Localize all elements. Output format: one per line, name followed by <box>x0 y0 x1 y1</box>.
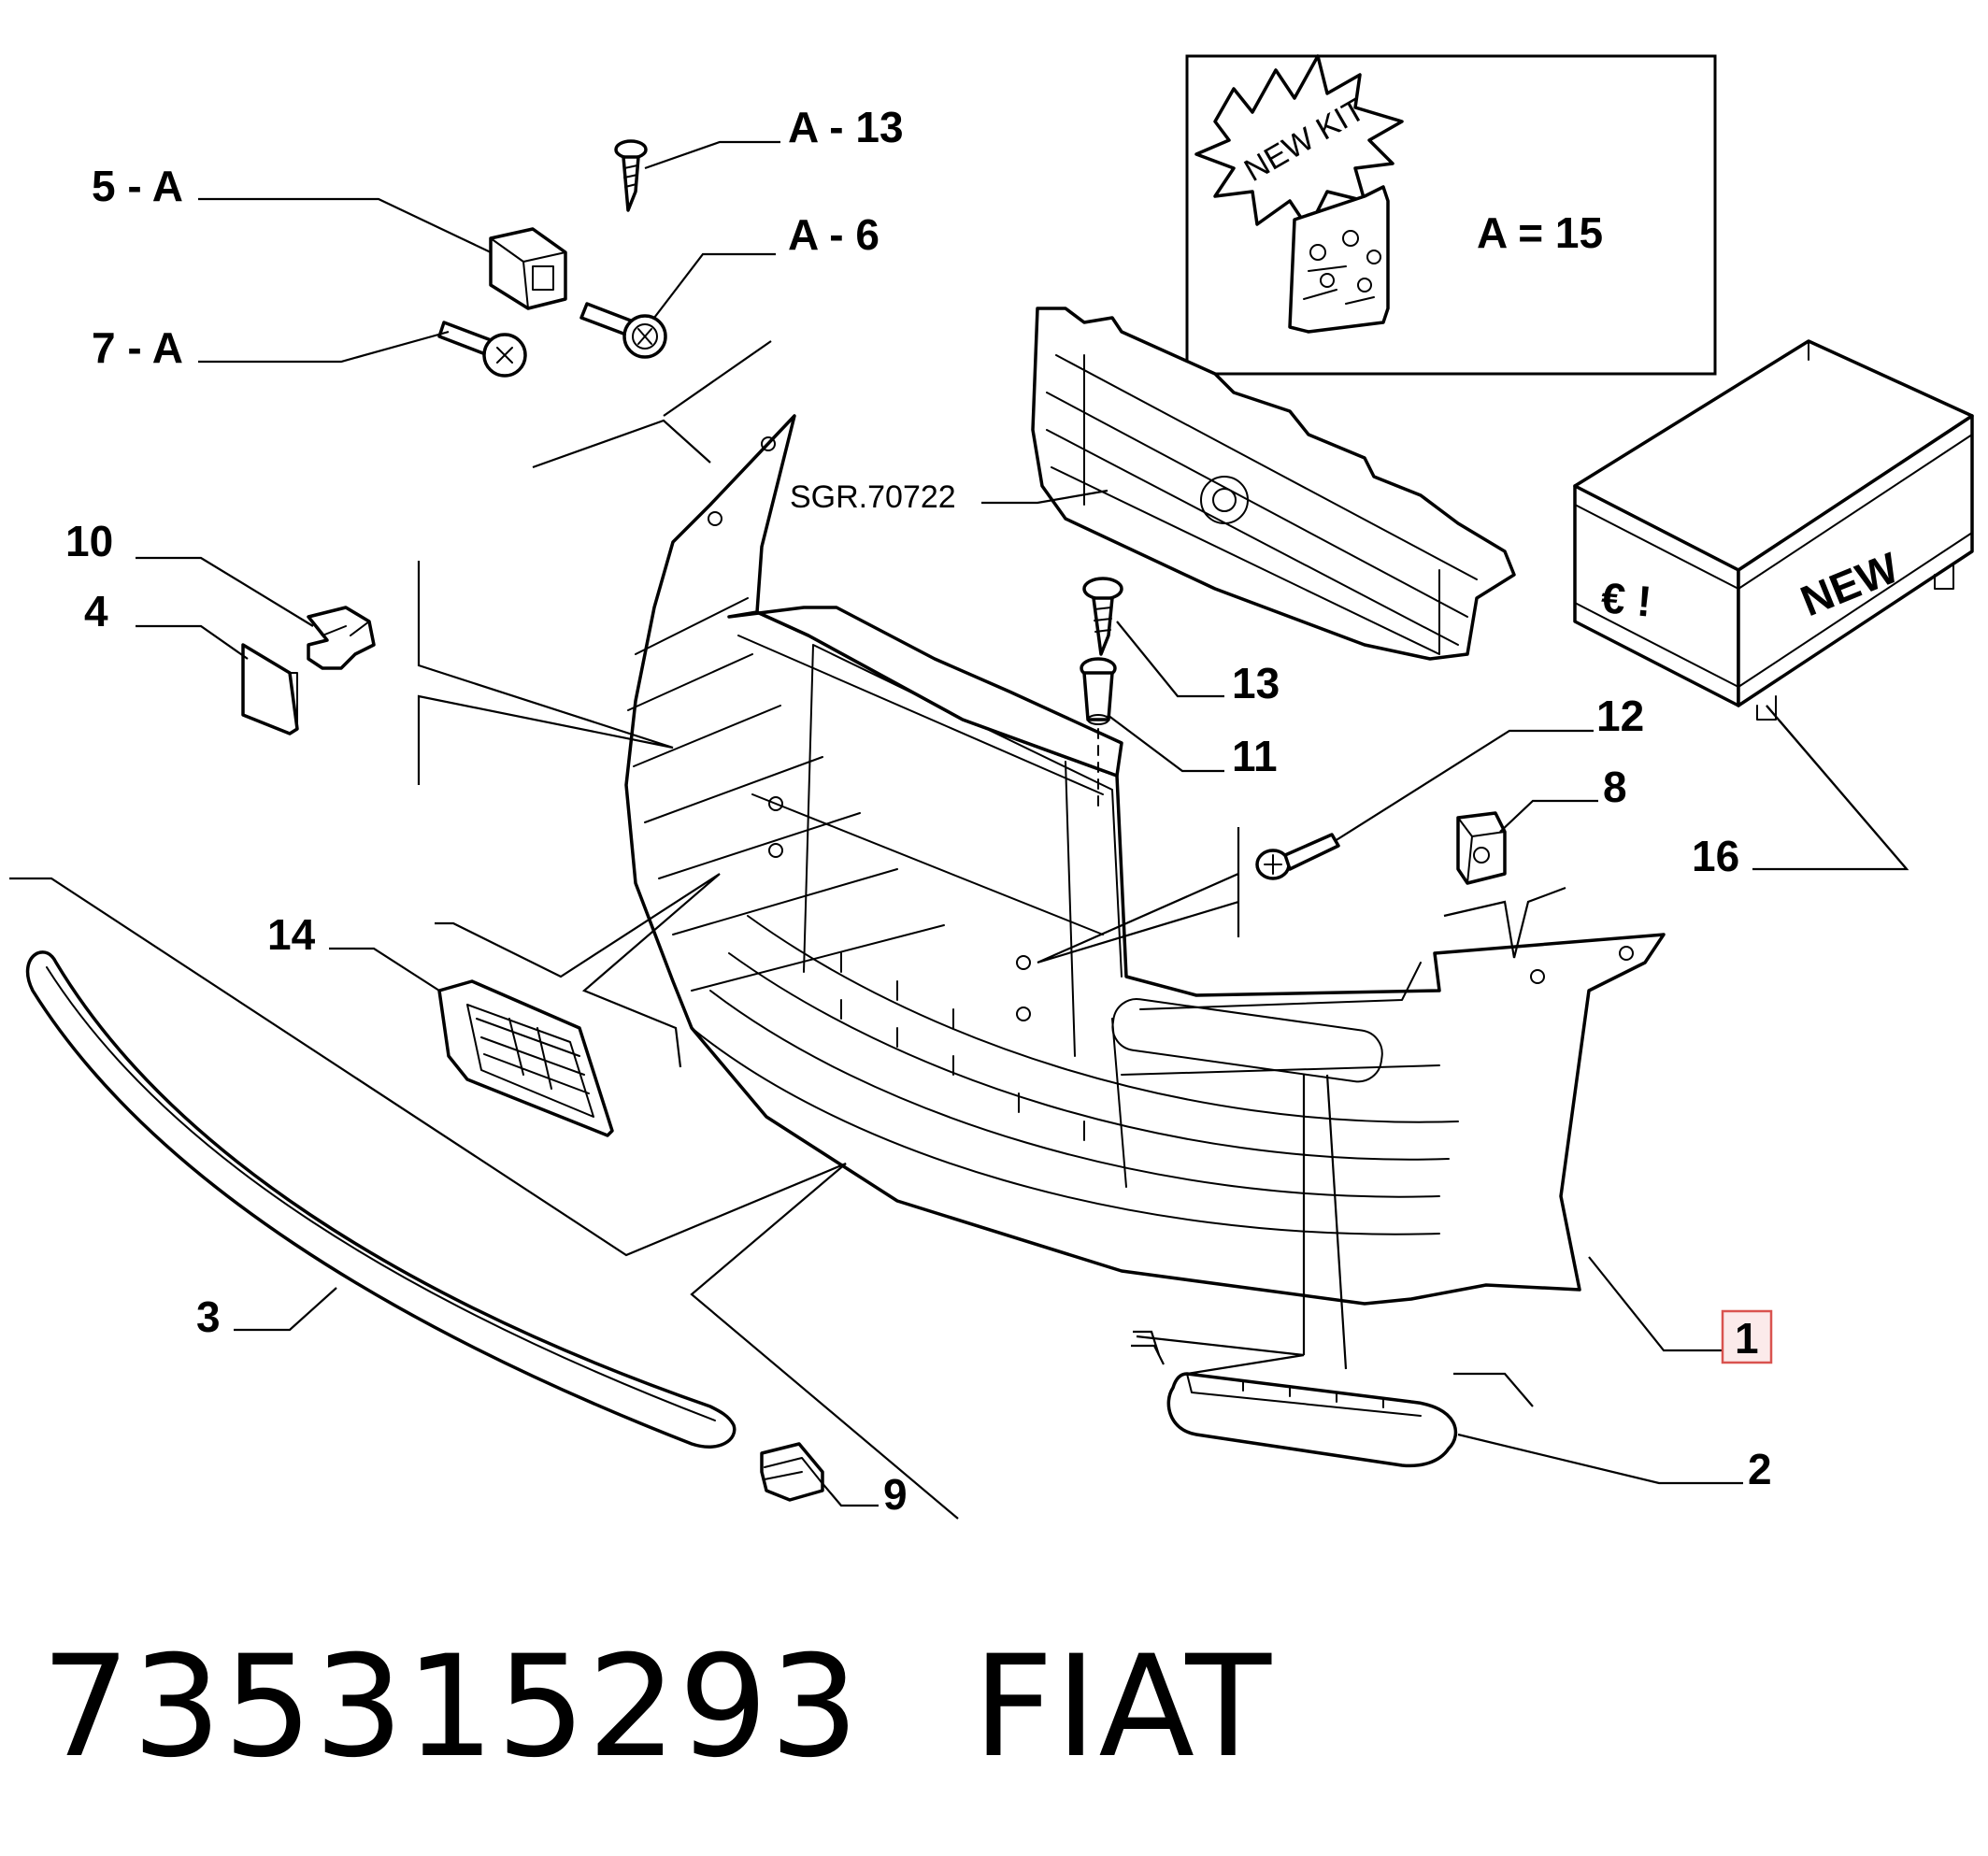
callout-4: 4 <box>84 587 108 635</box>
screw-12 <box>1255 833 1340 880</box>
callout-a13: A - 13 <box>788 103 904 151</box>
clip-5a <box>489 227 567 310</box>
callout-8: 8 <box>1603 763 1627 811</box>
callout-11: 11 <box>1232 732 1278 780</box>
pad-4 <box>241 643 299 735</box>
callout-2: 2 <box>1748 1445 1772 1493</box>
clip-8 <box>1456 811 1507 885</box>
callout-3: 3 <box>196 1292 221 1341</box>
callout-7a: 7 - A <box>92 323 183 372</box>
bumper-part-1 <box>624 414 1666 1306</box>
trim-2 <box>1166 1372 1458 1468</box>
footer: 735315293 FIAT <box>41 1626 1273 1789</box>
grille <box>1031 307 1516 661</box>
callout-12: 12 <box>1596 692 1644 740</box>
crate-side-text: € ! <box>1599 573 1653 625</box>
callout-1-highlight <box>1721 1309 1773 1364</box>
callout-16: 16 <box>1692 832 1739 880</box>
part-number: 735315293 <box>41 1626 861 1789</box>
crate-part-16: € ! NEW <box>1573 339 1974 721</box>
callout-9: 9 <box>883 1470 908 1519</box>
leader-lines <box>9 140 1909 1520</box>
callout-1: 1 <box>1735 1314 1759 1363</box>
spacer-11 <box>1080 657 1117 814</box>
callout-5a: 5 - A <box>92 162 183 210</box>
brand-name: FIAT <box>972 1626 1274 1789</box>
bolt-a6 <box>579 302 667 359</box>
kit-bag <box>1288 185 1390 334</box>
callout-a6: A - 6 <box>788 210 880 259</box>
clip-10 <box>307 606 376 670</box>
grille-reference: SGR.70722 <box>790 479 956 515</box>
callout-10: 10 <box>65 517 113 565</box>
bolt-7a <box>437 321 527 378</box>
callout-13: 13 <box>1232 659 1280 707</box>
screw-a13 <box>614 139 648 212</box>
screw-13 <box>1082 577 1123 656</box>
new-kit-starburst <box>1194 54 1404 231</box>
grille-insert-14 <box>437 979 614 1137</box>
callout-14: 14 <box>267 910 316 959</box>
callout-labels: 5 - A 7 - A A - 13 A - 6 10 4 13 11 12 8… <box>65 103 1773 1519</box>
kit-equation: A = 15 <box>1477 208 1603 257</box>
strip-3 <box>25 950 737 1449</box>
kit-inset: NEW KIT A = 15 <box>1185 54 1717 376</box>
clip-9 <box>760 1442 824 1502</box>
